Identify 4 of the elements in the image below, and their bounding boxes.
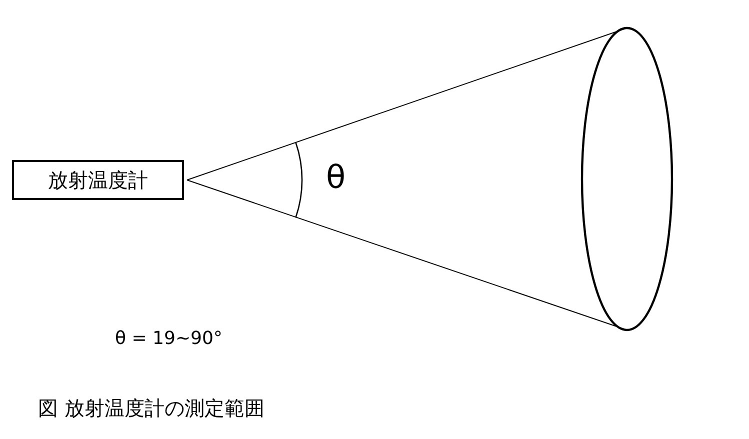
figure-caption: 図 放射温度計の測定範囲 [38,395,264,422]
angle-range-note: θ = 19~90° [115,328,222,349]
angle-symbol: θ [326,158,346,196]
instrument-box: 放射温度計 [12,160,184,200]
